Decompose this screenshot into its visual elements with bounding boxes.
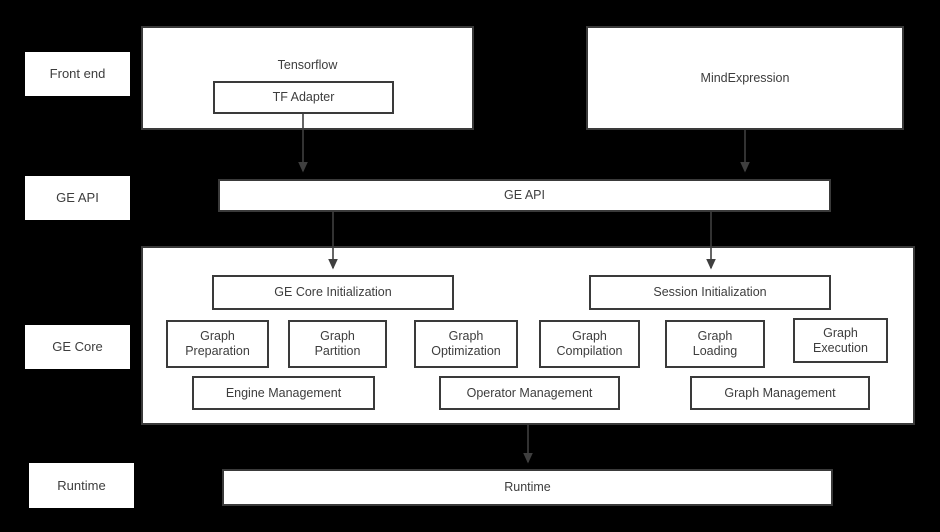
mindexpression-box[interactable]: MindExpression — [586, 26, 904, 130]
graph-partition-box[interactable]: Graph Partition — [288, 320, 387, 368]
graph-optimization-label-line1: Graph — [448, 329, 484, 344]
lane-label-front-end-text: Front end — [49, 66, 106, 82]
graph-execution-label-line2: Execution — [813, 340, 868, 355]
session-initialization-box[interactable]: Session Initialization — [589, 275, 831, 310]
graph-partition-label-line2: Partition — [314, 344, 361, 358]
lane-label-ge-core: GE Core — [25, 325, 130, 369]
operator-management-label: Operator Management — [466, 385, 593, 400]
graph-preparation-box[interactable]: Graph Preparation — [166, 320, 269, 368]
graph-loading-label-line1: Graph — [697, 329, 733, 344]
tf-adapter-box[interactable]: TF Adapter — [213, 81, 394, 114]
ge-core-initialization-label: GE Core Initialization — [274, 285, 392, 300]
engine-management-label: Engine Management — [225, 385, 342, 400]
ge-api-box[interactable]: GE API — [218, 179, 831, 212]
graph-execution-box[interactable]: Graph Execution — [793, 318, 888, 363]
graph-loading-box[interactable]: Graph Loading — [665, 320, 765, 368]
mindexpression-label: MindExpression — [700, 70, 790, 85]
operator-management-box[interactable]: Operator Management — [439, 376, 620, 410]
graph-optimization-label-line2: Optimization — [431, 344, 501, 358]
ge-api-label: GE API — [504, 188, 545, 203]
lane-label-ge-api-text: GE API — [56, 190, 99, 206]
graph-partition-label-line1: Graph — [320, 329, 355, 344]
ge-core-initialization-box[interactable]: GE Core Initialization — [212, 275, 454, 310]
lane-label-runtime-text: Runtime — [57, 477, 106, 493]
graph-compilation-label-line1: Graph — [572, 329, 607, 344]
graph-management-label: Graph Management — [724, 385, 836, 400]
lane-label-front-end: Front end — [25, 52, 130, 96]
graph-loading-label-line2: Loading — [692, 344, 738, 358]
graph-compilation-box[interactable]: Graph Compilation — [539, 320, 640, 368]
lane-label-runtime: Runtime — [29, 463, 134, 508]
tf-adapter-label: TF Adapter — [272, 90, 335, 105]
tensorflow-title: Tensorflow — [277, 58, 338, 72]
graph-execution-label-line1: Graph — [823, 325, 858, 340]
session-initialization-label: Session Initialization — [653, 285, 767, 300]
graph-optimization-box[interactable]: Graph Optimization — [414, 320, 518, 368]
graph-preparation-label-line1: Graph — [200, 329, 235, 344]
graph-preparation-label-line2: Preparation — [185, 344, 250, 358]
engine-management-box[interactable]: Engine Management — [192, 376, 375, 410]
graph-management-box[interactable]: Graph Management — [690, 376, 870, 410]
runtime-label: Runtime — [504, 480, 551, 495]
lane-label-ge-api: GE API — [25, 176, 130, 220]
runtime-box[interactable]: Runtime — [222, 469, 833, 506]
lane-label-ge-core-text: GE Core — [52, 339, 103, 355]
graph-compilation-label-line2: Compilation — [556, 344, 623, 358]
